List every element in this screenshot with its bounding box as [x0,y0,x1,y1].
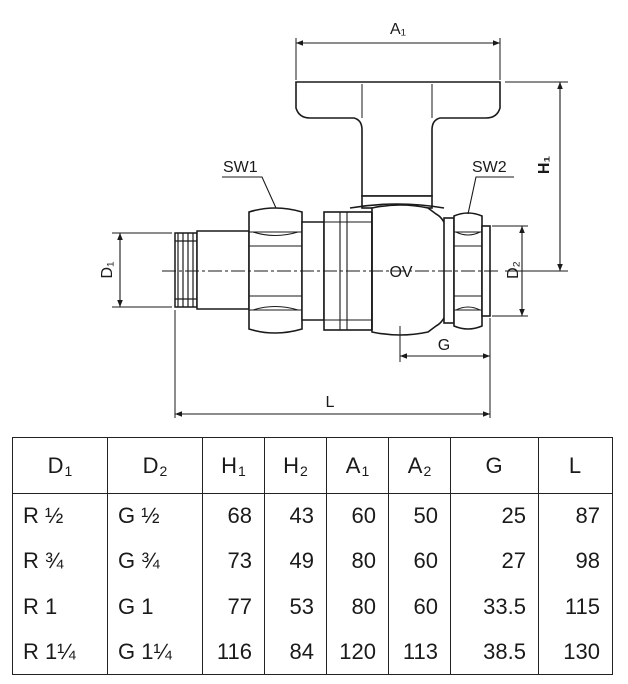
cell-d1: R 1 [12,584,108,630]
table-header-row: D1 D2 H1 H2 A1 A2 G L [12,437,613,494]
table-row: R 1¼ G 1¼ 116 84 120 113 38.5 130 [12,629,613,675]
cell-h2: 53 [264,584,327,630]
cell-g: 38.5 [450,629,539,675]
sw1-nut [248,207,303,334]
header-d2: D2 [107,437,203,494]
cell-l: 130 [563,638,600,664]
cell-h2: 43 [264,493,327,539]
header-a1: A1 [326,437,389,494]
cell-d2: G ½ [107,493,203,539]
cell-h1: 77 [202,584,265,630]
cell-d1: R ¾ [12,538,108,584]
cell-g: 27 [450,538,539,584]
cell-a2: 50 [388,493,451,539]
cell-d1: R ½ [12,493,108,539]
table-row: R ¾ G ¾ 73 49 80 60 27 98 [12,538,613,584]
cell-g: 33.5 [450,584,539,630]
label-sw2: SW2 [472,159,507,176]
label-sw1: SW1 [223,159,258,176]
cell-h1: 116 [202,629,265,675]
table-row: R ½ G ½ 68 43 60 50 25 87 [12,493,613,539]
header-h1: H1 [202,437,265,494]
cell-h2: 84 [264,629,327,675]
male-thread-end [174,230,250,310]
cell-a2: 60 [388,538,451,584]
ball-valve-technical-drawing: A₁ H₁ SW1 SW2 D₁ D₂ OV G L [99,21,568,418]
header-l: L [538,437,613,494]
cell-a1: 60 [326,493,389,539]
label-a1: A₁ [390,21,406,38]
table-row: R 1 G 1 77 53 80 60 33.5 115 [12,584,613,630]
header-g: G [450,437,539,494]
cell-a1: 80 [326,584,389,630]
cell-a2: 113 [388,629,451,675]
header-h2: H2 [264,437,327,494]
label-d1: D₁ [99,262,116,279]
label-g: G [438,337,450,354]
cell-d2: G 1¼ [107,629,203,675]
cell-l: 98 [575,548,600,574]
cell-a1: 80 [326,538,389,584]
dimensions-table: D1 D2 H1 H2 A1 A2 G L R ½ G ½ 68 43 60 5… [12,437,613,675]
cell-l: 115 [564,593,600,619]
cell-h1: 73 [202,538,265,584]
label-l: L [326,394,335,411]
cell-h2: 49 [264,538,327,584]
header-a2: A2 [388,437,451,494]
label-d2: D₂ [505,261,522,279]
valve-body [323,204,453,336]
label-h1: H₁ [536,156,553,175]
label-ov: OV [389,264,412,281]
t-handle [295,81,501,209]
cell-h1: 68 [202,493,265,539]
cell-a1: 120 [326,629,389,675]
cell-d2: G ¾ [107,538,203,584]
cell-g: 25 [450,493,539,539]
cell-l: 87 [575,503,600,529]
cell-d1: R 1¼ [12,629,108,675]
dimension-lines [117,40,563,417]
sw2-leader [467,176,514,215]
header-d1: D1 [12,437,108,494]
cell-d2: G 1 [107,584,203,630]
sw1-leader [222,176,277,209]
cell-a2: 60 [388,584,451,630]
